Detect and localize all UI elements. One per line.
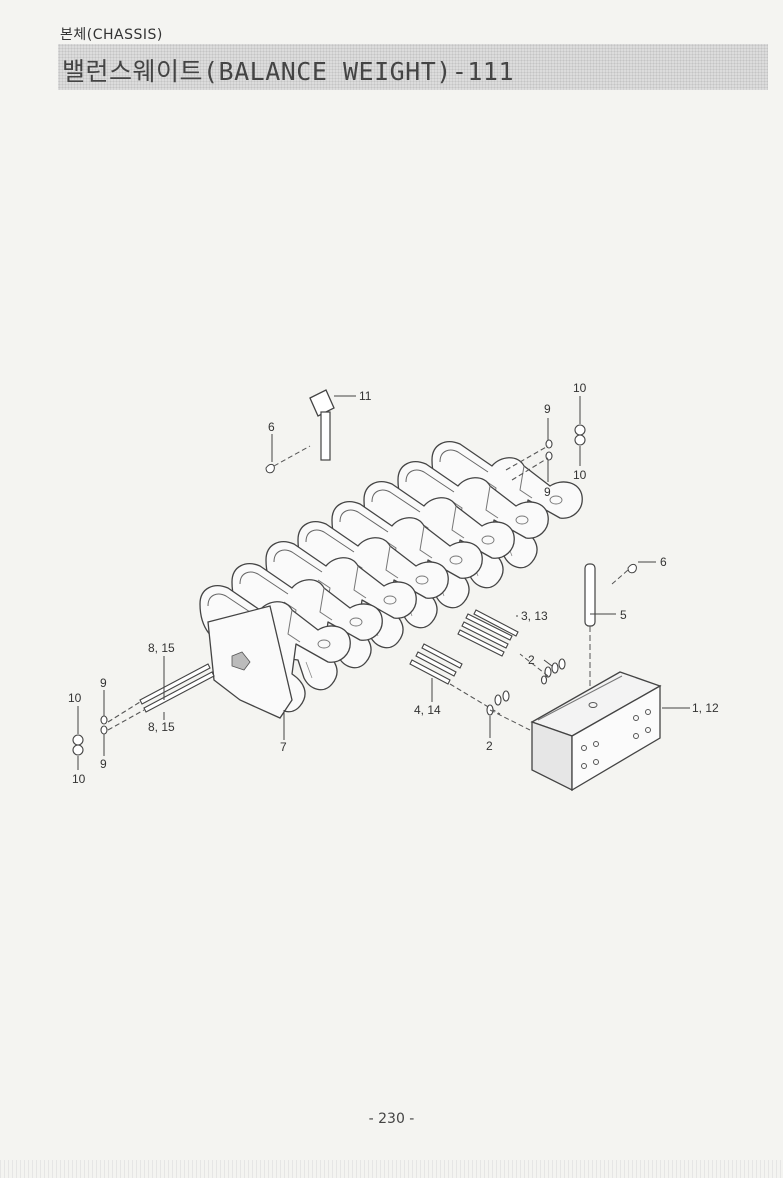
callout-6-right: 6 bbox=[660, 555, 667, 569]
title-bar bbox=[58, 44, 768, 90]
callout-8-15-upper: 8, 15 bbox=[148, 641, 175, 655]
callout-9-left-upper: 9 bbox=[100, 676, 107, 690]
page-number: - 230 - bbox=[368, 1111, 415, 1127]
page-title: 밸런스웨이트(BALANCE WEIGHT)-111 bbox=[62, 57, 515, 86]
callout-4-14: 4, 14 bbox=[414, 703, 441, 717]
callout-10-left-lower: 10 bbox=[72, 772, 86, 786]
assembly-lines bbox=[489, 653, 549, 731]
callout-10-top: 10 bbox=[573, 381, 587, 395]
tie-rods bbox=[107, 663, 215, 731]
callout-7: 7 bbox=[280, 740, 287, 754]
section-label: 본체(CHASSIS) bbox=[60, 27, 163, 43]
callout-5: 5 bbox=[620, 608, 627, 622]
callout-9-mid: 9 bbox=[544, 485, 551, 499]
callout-9-top: 9 bbox=[544, 402, 551, 416]
counterweight-block bbox=[530, 671, 662, 792]
callout-8-15-lower: 8, 15 bbox=[148, 720, 175, 734]
callout-10-mid: 10 bbox=[573, 468, 587, 482]
callout-6-top: 6 bbox=[268, 420, 275, 434]
leader-lines bbox=[77, 395, 690, 770]
balance-weight-plates bbox=[199, 441, 583, 719]
snap-pins bbox=[265, 445, 637, 585]
pin bbox=[584, 563, 596, 686]
callout-2-lower: 2 bbox=[486, 739, 493, 753]
callout-labels: 11 6 10 9 10 9 6 3, 13 5 2 8, 15 9 10 8,… bbox=[68, 381, 719, 786]
callout-3-13: 3, 13 bbox=[521, 609, 548, 623]
callout-9-left-lower: 9 bbox=[100, 757, 107, 771]
scan-edge bbox=[0, 1160, 783, 1178]
callout-1-12: 1, 12 bbox=[692, 701, 719, 715]
left-nuts-washers bbox=[72, 715, 108, 756]
lifting-eye-bolt bbox=[309, 389, 335, 461]
callout-2-upper: 2 bbox=[528, 653, 535, 667]
washers-nuts bbox=[486, 658, 566, 716]
callout-10-left-upper: 10 bbox=[68, 691, 82, 705]
right-nuts-washers bbox=[505, 424, 586, 481]
callout-11: 11 bbox=[359, 389, 372, 403]
long-bolts-upper bbox=[457, 609, 519, 657]
long-bolts-lower bbox=[409, 643, 501, 715]
